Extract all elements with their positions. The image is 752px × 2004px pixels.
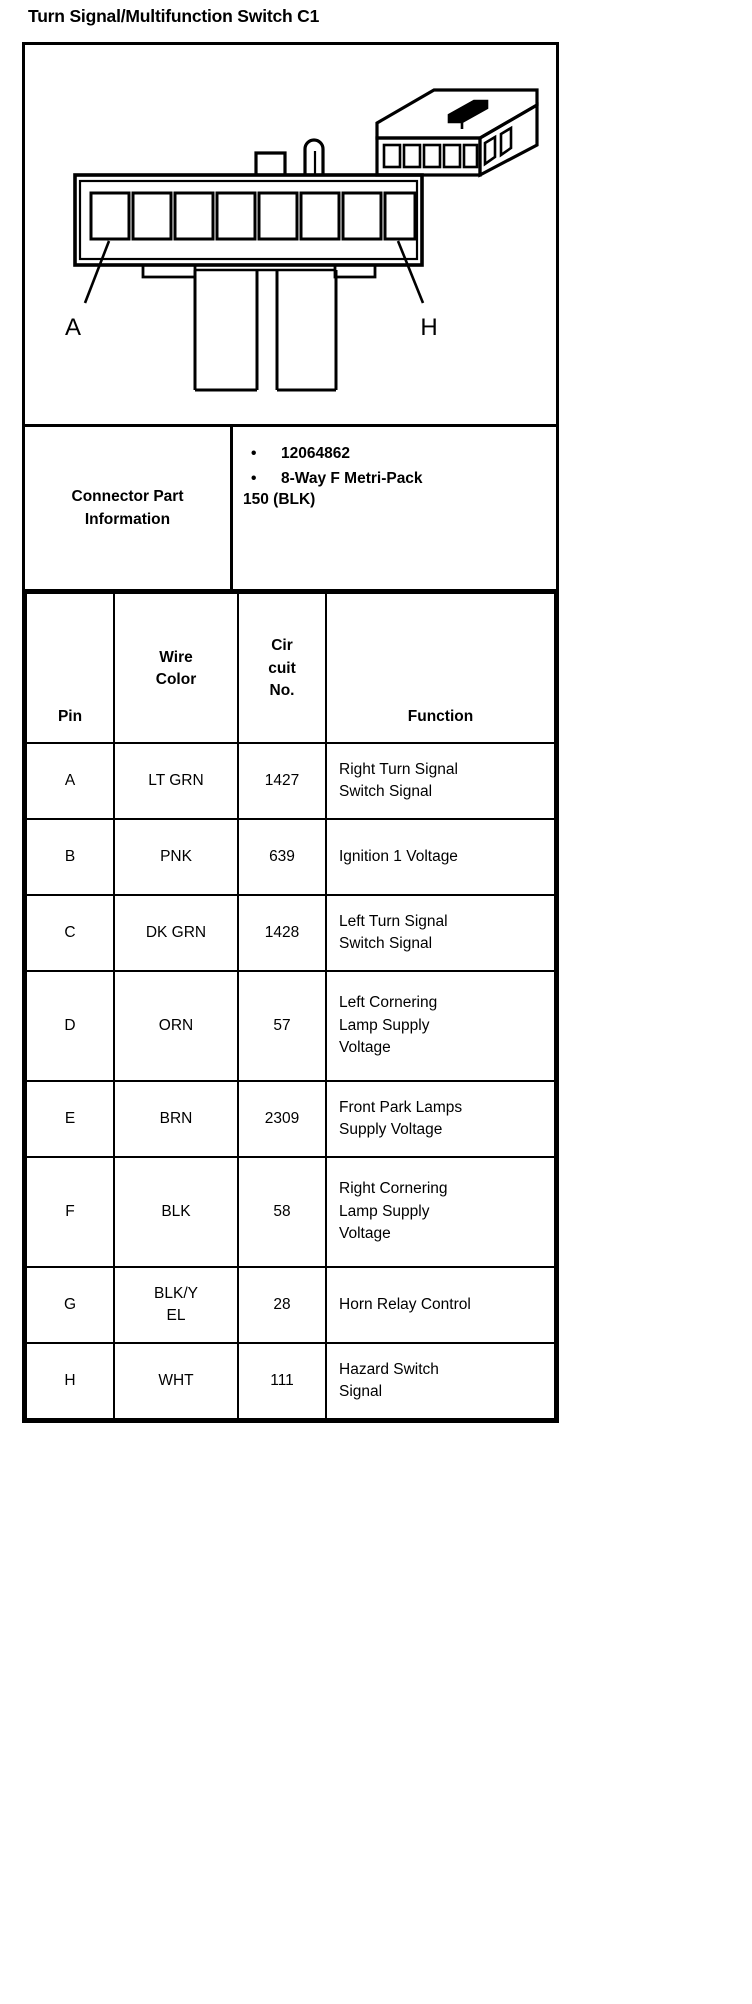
cell-circuit-no: 1427 <box>237 742 327 820</box>
cell-wire-color: DK GRN <box>113 894 239 972</box>
connector-part-description-continuation: 150 (BLK) <box>243 491 316 509</box>
leader-line-a <box>83 240 111 304</box>
cell-wire-color: ORN <box>113 970 239 1082</box>
pin-label-h: H <box>420 314 437 341</box>
cell-function: Left Cornering Lamp Supply Voltage <box>325 970 556 1082</box>
connector-part-list-item: • 8-Way F Metri-Pack <box>243 466 546 491</box>
leader-line-h <box>396 240 425 304</box>
cell-circuit-no: 111 <box>237 1342 327 1420</box>
connector-part-number: 12064862 <box>281 445 350 462</box>
pin-label-a: A <box>65 314 81 341</box>
cell-pin: A <box>25 742 115 820</box>
cell-wire-color: WHT <box>113 1342 239 1420</box>
connector-info-frame: A H Connector Part Information • 1206486… <box>22 42 559 1423</box>
cell-function: Horn Relay Control <box>325 1266 556 1344</box>
cell-function: Right Cornering Lamp Supply Voltage <box>325 1156 556 1268</box>
table-row: D ORN 57 Left Cornering Lamp Supply Volt… <box>25 970 556 1082</box>
connector-part-information-row: Connector Part Information • 12064862 • … <box>25 427 556 592</box>
column-header-wire-color: Wire Color <box>113 592 239 744</box>
cell-wire-color: BRN <box>113 1080 239 1158</box>
cell-circuit-no: 639 <box>237 818 327 896</box>
connector-part-list: • 12064862 • 8-Way F Metri-Pack <box>243 441 546 491</box>
column-header-function: Function <box>325 592 556 744</box>
cell-pin: E <box>25 1080 115 1158</box>
isometric-connector-body <box>375 88 539 178</box>
cell-pin: D <box>25 970 115 1082</box>
pin-table-body: A LT GRN 1427 Right Turn Signal Switch S… <box>25 742 556 1420</box>
connector-part-list-item: • 12064862 <box>243 441 546 466</box>
connector-part-description: 8-Way F Metri-Pack <box>281 470 423 488</box>
cell-circuit-no: 1428 <box>237 894 327 972</box>
cell-function: Left Turn Signal Switch Signal <box>325 894 556 972</box>
table-row: F BLK 58 Right Cornering Lamp Supply Vol… <box>25 1156 556 1268</box>
bullet-glyph: • <box>251 445 257 462</box>
cell-wire-color: BLK <box>113 1156 239 1268</box>
cell-pin: F <box>25 1156 115 1268</box>
table-row: E BRN 2309 Front Park Lamps Supply Volta… <box>25 1080 556 1158</box>
cell-circuit-no: 58 <box>237 1156 327 1268</box>
table-row: H WHT 111 Hazard Switch Signal <box>25 1342 556 1420</box>
table-row: B PNK 639 Ignition 1 Voltage <box>25 818 556 896</box>
cell-pin: H <box>25 1342 115 1420</box>
bullet-glyph: • <box>251 470 257 488</box>
cell-wire-color: LT GRN <box>113 742 239 820</box>
connector-face-view <box>73 138 424 392</box>
page-title: Turn Signal/Multifunction Switch C1 <box>28 6 320 26</box>
table-row: G BLK/Y EL 28 Horn Relay Control <box>25 1266 556 1344</box>
cell-pin: G <box>25 1266 115 1344</box>
connector-drawing-svg: A H <box>65 88 539 392</box>
cell-wire-color: BLK/Y EL <box>113 1266 239 1344</box>
cell-pin: C <box>25 894 115 972</box>
cell-function: Hazard Switch Signal <box>325 1342 556 1420</box>
cell-function: Ignition 1 Voltage <box>325 818 556 896</box>
table-header-row: Pin Wire Color Cir cuit No. Function <box>25 592 556 744</box>
connector-part-information-label: Connector Part Information <box>25 427 233 589</box>
table-row: C DK GRN 1428 Left Turn Signal Switch Si… <box>25 894 556 972</box>
cell-circuit-no: 57 <box>237 970 327 1082</box>
connector-part-information-value: • 12064862 • 8-Way F Metri-Pack 150 (BLK… <box>233 427 556 589</box>
cell-function: Right Turn Signal Switch Signal <box>325 742 556 820</box>
column-header-pin: Pin <box>25 592 115 744</box>
cell-wire-color: PNK <box>113 818 239 896</box>
cell-function: Front Park Lamps Supply Voltage <box>325 1080 556 1158</box>
cell-pin: B <box>25 818 115 896</box>
cell-circuit-no: 2309 <box>237 1080 327 1158</box>
table-row: A LT GRN 1427 Right Turn Signal Switch S… <box>25 742 556 820</box>
pin-table: Pin Wire Color Cir cuit No. Function A L… <box>25 592 556 1420</box>
connector-illustration: A H <box>25 45 556 427</box>
column-header-circuit-no: Cir cuit No. <box>237 592 327 744</box>
cell-circuit-no: 28 <box>237 1266 327 1344</box>
